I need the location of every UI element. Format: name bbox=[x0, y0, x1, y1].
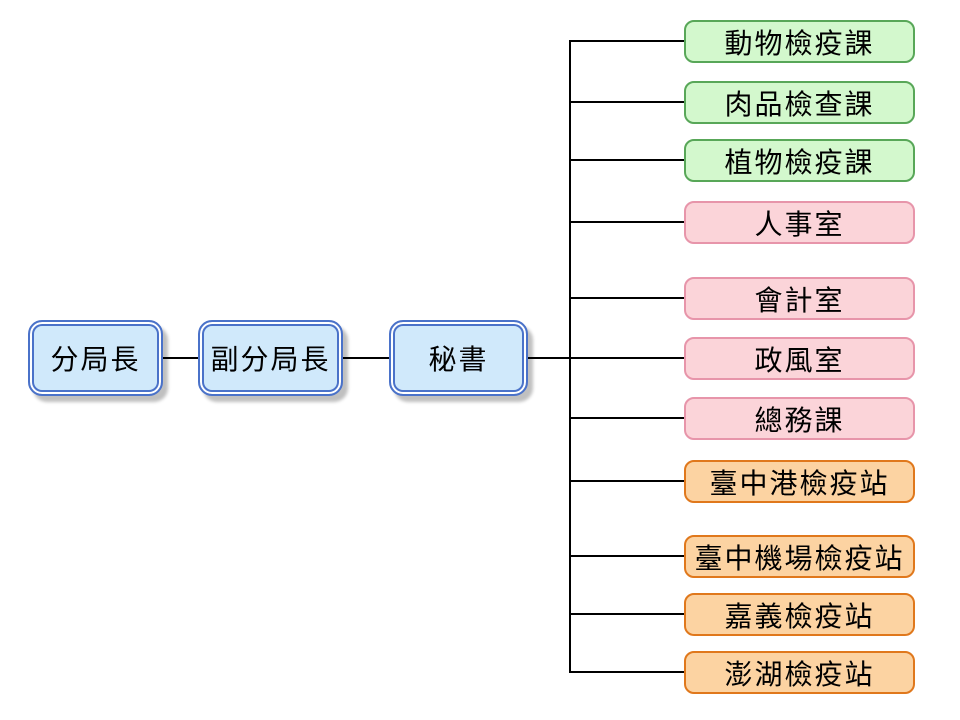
org-node-ethics-office: 政風室 bbox=[684, 337, 915, 380]
connector-branch-ethics bbox=[569, 357, 684, 359]
connector-branch-accounting bbox=[569, 297, 684, 299]
connector-branch-chiayi bbox=[569, 613, 684, 615]
connector-branch-meat-inspection bbox=[569, 101, 684, 103]
connector-branch-taichung-port bbox=[569, 480, 684, 482]
connector-branch-taichung-airport bbox=[569, 555, 684, 557]
connector-director-to-deputy bbox=[163, 357, 198, 359]
org-node-plant-quarantine-section: 植物檢疫課 bbox=[684, 139, 915, 182]
connector-deputy-to-secretary bbox=[343, 357, 389, 359]
org-node-chiayi-station: 嘉義檢疫站 bbox=[684, 593, 915, 636]
connector-secretary-to-trunk bbox=[528, 357, 571, 359]
connector-branch-general-affairs bbox=[569, 417, 684, 419]
org-node-meat-inspection-section: 肉品檢查課 bbox=[684, 81, 915, 124]
connector-branch-animal-quarantine bbox=[569, 40, 684, 42]
org-node-accounting-office: 會計室 bbox=[684, 277, 915, 320]
org-node-animal-quarantine-section: 動物檢疫課 bbox=[684, 20, 915, 63]
org-node-personnel-office: 人事室 bbox=[684, 201, 915, 244]
connector-trunk bbox=[569, 40, 571, 673]
org-node-deputy-branch-director: 副分局長 bbox=[198, 320, 343, 396]
org-node-penghu-station: 澎湖檢疫站 bbox=[684, 651, 915, 694]
connector-branch-personnel bbox=[569, 221, 684, 223]
org-node-branch-director: 分局長 bbox=[28, 320, 163, 396]
org-node-taichung-port-station: 臺中港檢疫站 bbox=[684, 460, 915, 503]
org-node-taichung-airport-station: 臺中機場檢疫站 bbox=[684, 535, 915, 578]
connector-branch-penghu bbox=[569, 671, 684, 673]
connector-branch-plant-quarantine bbox=[569, 159, 684, 161]
org-node-general-affairs-section: 總務課 bbox=[684, 397, 915, 440]
org-node-secretary: 秘書 bbox=[389, 320, 528, 396]
